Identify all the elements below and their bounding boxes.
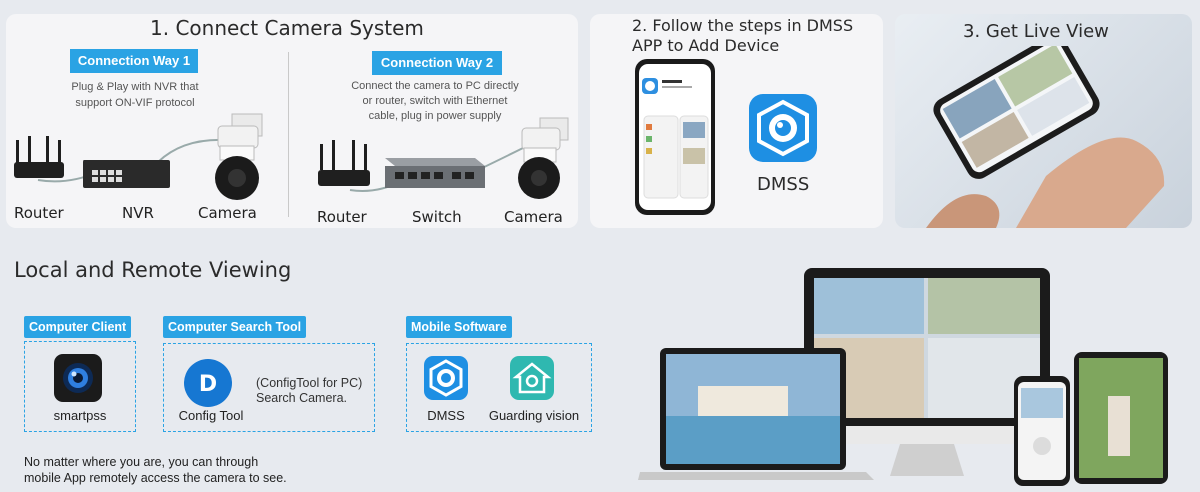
- computer-client-card: [24, 341, 136, 432]
- footer-line2: mobile App remotely access the camera to…: [24, 471, 287, 485]
- dmss-icon: [424, 356, 468, 400]
- tablet-icon: [1074, 352, 1168, 484]
- way1-desc-line1: Plug & Play with NVR that: [71, 81, 199, 93]
- switch-icon: [385, 158, 485, 188]
- way1-desc-line2: support ON-VIF protocol: [75, 97, 195, 109]
- guarding-vision-label: Guarding vision: [488, 408, 580, 423]
- computer-search-tool-tag: Computer Search Tool: [163, 316, 307, 338]
- ptz-camera-icon: [215, 113, 263, 200]
- mobile-software-tag: Mobile Software: [406, 316, 512, 338]
- way2-desc-line1: Connect the camera to PC directly: [351, 80, 519, 92]
- svg-text:D: D: [199, 372, 217, 397]
- remote-viewing-title: Local and Remote Viewing: [14, 258, 292, 282]
- connect-title: 1. Connect Camera System: [150, 16, 424, 40]
- way2-desc-line2: or router, switch with Ethernet: [362, 95, 508, 107]
- add-device-title-line1: 2. Follow the steps in DMSS: [632, 16, 854, 35]
- laptop-icon: [638, 348, 874, 480]
- multi-device-illustration: [638, 268, 1168, 486]
- configtool-note-line2: Search Camera.: [256, 391, 348, 405]
- way2-label-router: Router: [317, 208, 367, 226]
- connection-way-2-tag: Connection Way 2: [372, 51, 502, 75]
- way2-label-camera: Camera: [504, 208, 563, 226]
- dmss-app-label: DMSS: [757, 174, 810, 195]
- live-view-title: 3. Get Live View: [963, 21, 1109, 42]
- phone-app-screenshot: [635, 59, 715, 215]
- router-icon: [14, 136, 64, 178]
- configtool-icon: D: [184, 359, 232, 407]
- way2-desc-line3: cable, plug in power supply: [368, 110, 502, 122]
- panel-divider: [288, 52, 289, 217]
- computer-search-tool-card: [163, 343, 375, 432]
- add-device-title-line2: APP to Add Device: [632, 36, 780, 55]
- mobile-software-card: [406, 343, 592, 432]
- computer-client-tag: Computer Client: [24, 316, 132, 338]
- way1-label-nvr: NVR: [122, 204, 154, 222]
- way1-label-camera: Camera: [198, 204, 257, 222]
- way1-label-router: Router: [14, 204, 64, 222]
- phone-icon: [1014, 376, 1070, 486]
- hand-phone-live-view: [926, 46, 1165, 228]
- footer-line1: No matter where you are, you can through: [24, 455, 259, 469]
- dmss-label: DMSS: [427, 408, 465, 423]
- configtool-label: Config Tool: [178, 408, 244, 423]
- router-icon: [318, 140, 370, 186]
- smartpss-label: smartpss: [53, 408, 107, 423]
- smartpss-icon: [54, 354, 102, 402]
- way2-label-switch: Switch: [412, 208, 462, 226]
- guarding-vision-icon: [510, 356, 554, 400]
- dmss-icon: [749, 94, 817, 162]
- connection-way-1-tag: Connection Way 1: [70, 49, 198, 73]
- ptz-camera-icon: [518, 117, 569, 199]
- way1-devices-illustration: [14, 113, 263, 200]
- configtool-note-line1: (ConfigTool for PC): [256, 376, 363, 390]
- way2-devices-illustration: [318, 117, 569, 199]
- nvr-icon: [83, 160, 170, 188]
